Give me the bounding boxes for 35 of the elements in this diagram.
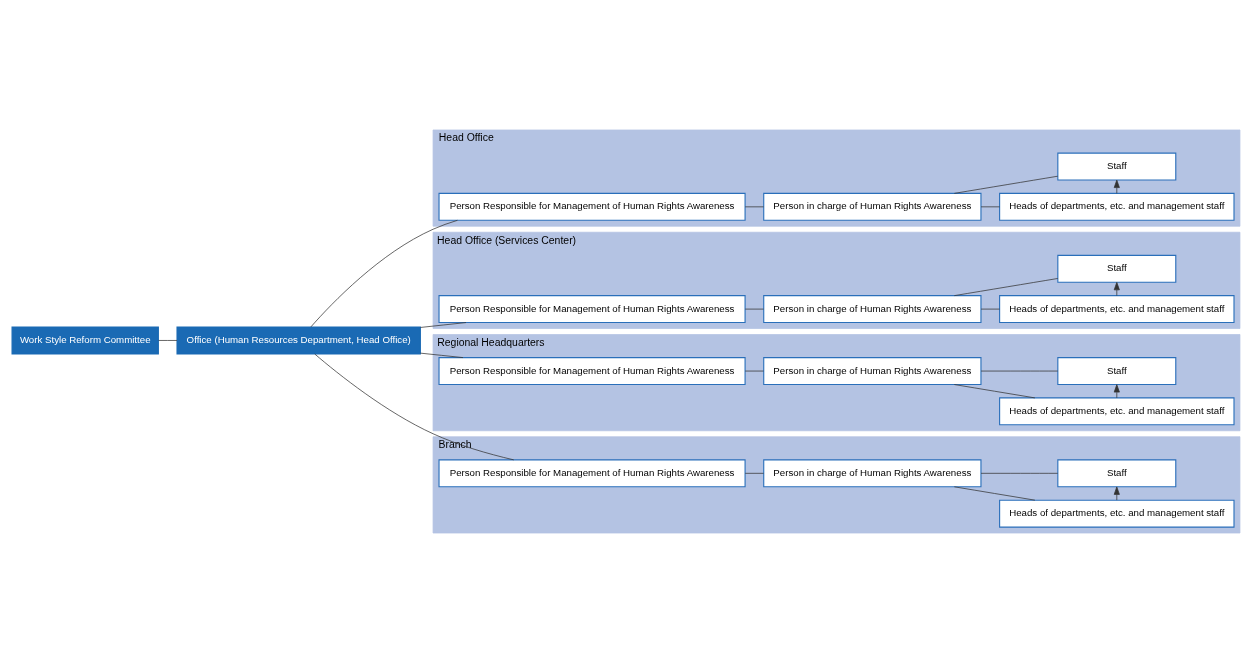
connector [953,175,1059,194]
node-box: Person in charge of Human Rights Awareness [763,357,982,386]
arrow [1113,384,1120,399]
node-box: Person in charge of Human Rights Awareness [763,192,982,221]
connector [310,219,458,328]
node-box: Person Responsible for Management of Human Rights Awareness [438,459,746,488]
connector [744,206,764,208]
node-box: Person Responsible for Management of Human Rights Awareness [438,357,746,386]
node-box: Heads of departments, etc. and management staff [999,192,1235,221]
node-box: Staff [1057,357,1177,386]
arrow [1113,179,1120,194]
node-box: Office (Human Resources Department, Head Office) [176,326,421,355]
connector [953,486,1036,501]
connector [953,278,1059,296]
node-box: Staff [1057,152,1177,181]
node-box: Person in charge of Human Rights Awareness [763,459,982,488]
node-box: Staff [1057,254,1177,283]
connector [980,472,1059,474]
connector [158,340,178,341]
node-box: Heads of departments, etc. and management staff [999,397,1235,426]
connector [980,206,1000,208]
node-box: Heads of departments, etc. and management staff [999,295,1235,324]
node-box: Person in charge of Human Rights Awareness [763,295,982,324]
node-box: Staff [1057,459,1177,488]
node-box: Work Style Reform Committee [11,326,159,355]
connector [420,352,464,358]
arrow [1113,486,1120,501]
connector [314,353,515,461]
connector [744,472,764,474]
connector [953,384,1036,399]
connector [420,322,467,328]
node-box: Person Responsible for Management of Human Rights Awareness [438,295,746,324]
node-box: Heads of departments, etc. and management staff [999,499,1235,528]
arrow [1113,282,1120,296]
node-box: Person Responsible for Management of Human Rights Awareness [438,192,746,221]
